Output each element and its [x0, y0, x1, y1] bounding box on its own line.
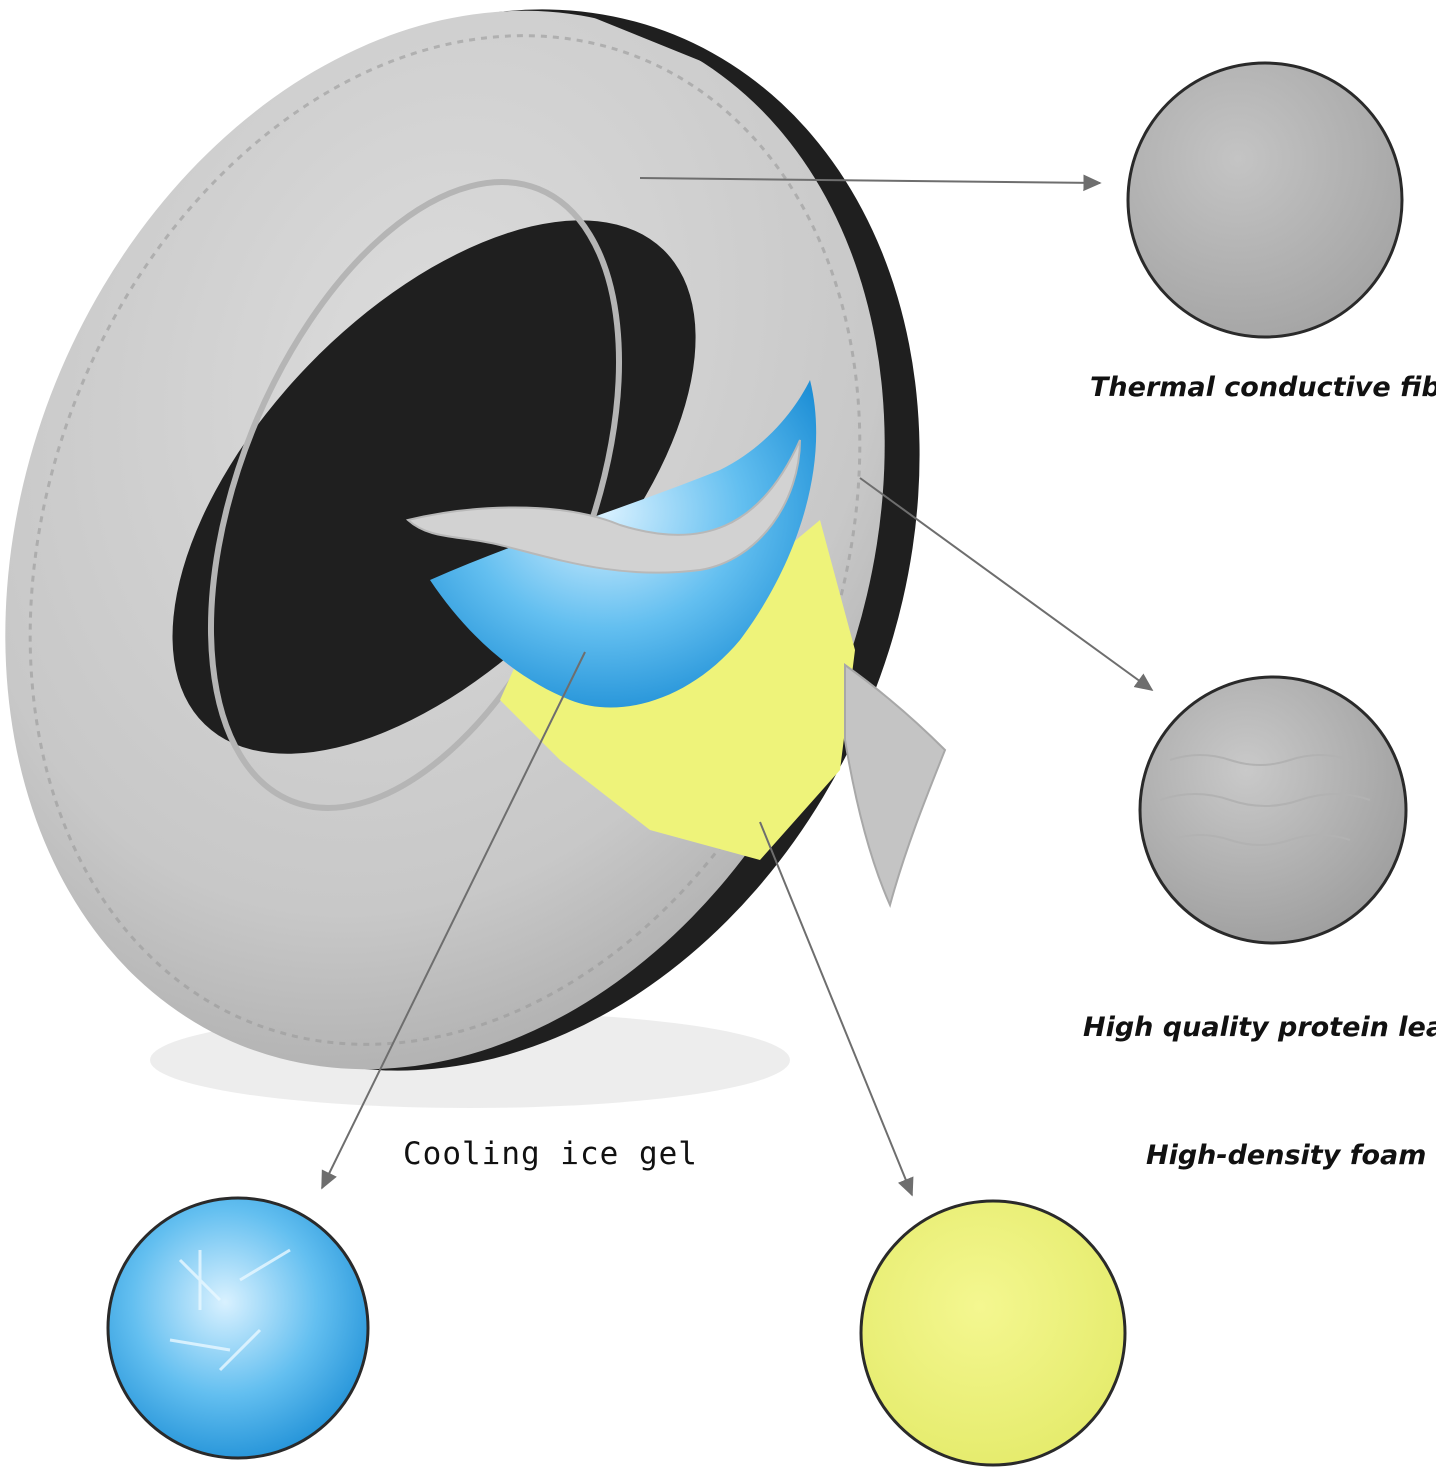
label-high-density-foam: High-density foam: [1146, 1140, 1427, 1171]
leather-texture: [1159, 754, 1371, 846]
label-thermal-conductive-fiber: Thermal conductive fiber: [1090, 372, 1436, 403]
foam-swatch: [859, 1199, 1127, 1467]
ice-crystal-pattern: [169, 1248, 291, 1372]
ear-pad-illustration: [5, 9, 947, 1108]
arrow-thermal-fiber: [639, 174, 1102, 192]
arrow-ice-gel: [321, 651, 586, 1190]
swatch-ice-gel: [106, 1196, 370, 1460]
swatch-thermal-fiber: [1126, 61, 1404, 339]
thermal-fiber-swatch: [1126, 61, 1404, 339]
pointer-arrows: [321, 174, 1154, 1197]
arrow-foam: [759, 821, 914, 1197]
swatch-protein-leather: [1138, 675, 1408, 945]
protein-leather-swatch: [1138, 675, 1408, 945]
arrow-protein-leather: [859, 477, 1154, 691]
label-protein-leather: High quality protein leather: [1083, 1012, 1436, 1043]
swatch-foam: [859, 1199, 1127, 1467]
label-cooling-ice-gel: Cooling ice gel: [403, 1136, 698, 1172]
ice-gel-swatch: [106, 1196, 370, 1460]
leather-flap-side: [844, 663, 947, 908]
fabric-flap-top: [405, 439, 801, 574]
